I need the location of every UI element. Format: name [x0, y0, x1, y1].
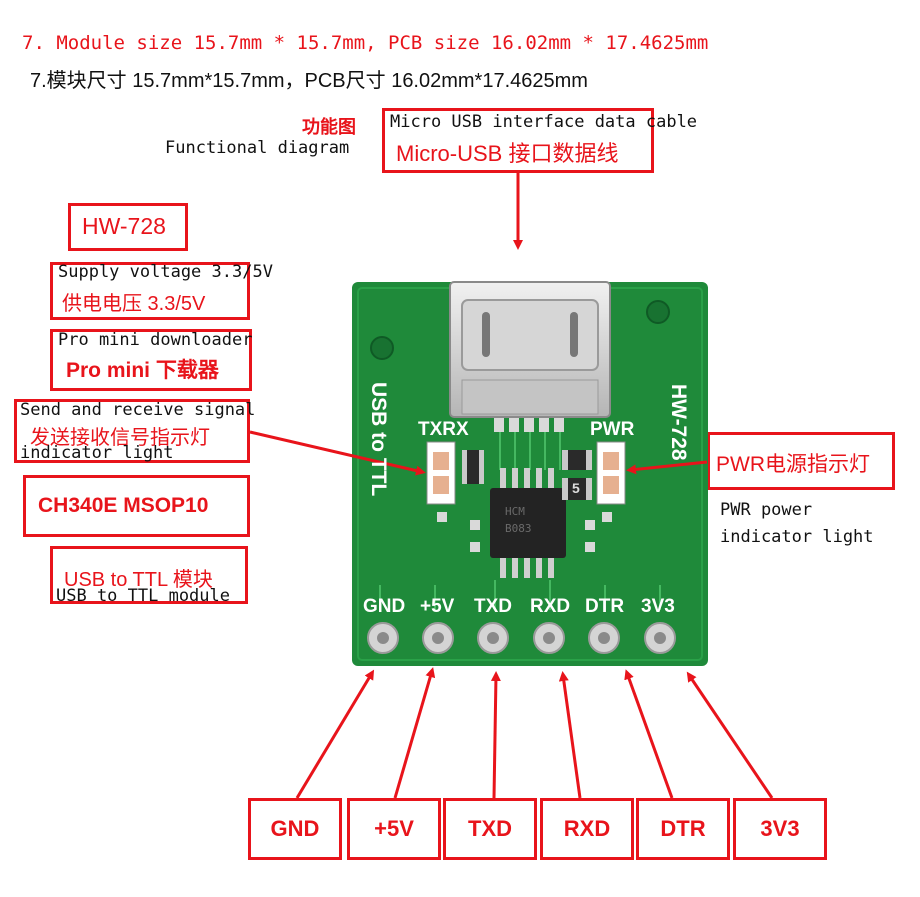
- board-pin-txd: TXD: [474, 596, 512, 617]
- resistor-mark: 5: [572, 480, 580, 496]
- header-line-en: 7. Module size 15.7mm * 15.7mm, PCB size…: [22, 32, 709, 54]
- chip-label-box: [23, 475, 250, 537]
- pin-box-txd-label: TXD: [468, 816, 512, 841]
- signal-label-cn: 发送接收信号指示灯: [30, 427, 210, 449]
- pin-box-3v3-label: 3V3: [760, 816, 800, 841]
- signal-label-en: Send and receive signal: [20, 400, 256, 420]
- pin-box-gnd: GND: [248, 798, 342, 860]
- board-pin-5v: +5V: [420, 596, 455, 617]
- pin-box-5v-label: +5V: [374, 816, 414, 841]
- arrow-rxd: [558, 671, 582, 799]
- signal-label-box: [14, 399, 250, 463]
- board-pin-gnd: GND: [363, 596, 406, 617]
- promini-label-cn: Pro mini 下载器: [66, 359, 219, 382]
- arrow-5v: [393, 667, 436, 799]
- module-label-cn: USB to TTL 模块: [64, 569, 213, 591]
- pin-box-rxd-label: RXD: [563, 816, 611, 841]
- header-pins: [367, 622, 676, 654]
- module-label-en: USB to TTL module: [56, 586, 230, 606]
- pwr-label-cn: PWR电源指示灯: [716, 453, 870, 476]
- chip-mark-2: B083: [505, 522, 532, 535]
- pin-box-txd: TXD: [443, 798, 537, 860]
- usb-cable-label-cn: Micro-USB 接口数据线: [396, 141, 619, 166]
- arrow-pwr: [626, 460, 708, 475]
- functional-diagram-cn: 功能图: [302, 117, 356, 137]
- board-side-left-label: USB to TTL: [367, 382, 390, 497]
- board-pwr-label: PWR: [590, 419, 635, 440]
- chip-label: CH340E MSOP10: [38, 494, 209, 517]
- resistor-icon: [562, 450, 592, 470]
- pin-box-3v3: 3V3: [733, 798, 827, 860]
- mount-hole-left: [370, 336, 394, 360]
- functional-diagram-en: Functional diagram: [165, 138, 350, 158]
- board-txrx-label: TXRX: [418, 419, 469, 440]
- supply-label-cn: 供电电压 3.3/5V: [62, 293, 206, 315]
- supply-label-box: [50, 262, 250, 320]
- arrow-txrx: [249, 430, 426, 476]
- pwr-label-en-1: PWR power: [720, 500, 813, 520]
- pwr-label-box: [707, 432, 895, 490]
- signal-label-en-2: indicator light: [20, 443, 174, 463]
- module-label-box: [50, 546, 248, 604]
- usb-cable-label-en: Micro USB interface data cable: [390, 112, 698, 132]
- pin-box-dtr-label: DTR: [660, 816, 706, 841]
- mount-hole-right: [646, 300, 670, 324]
- pin-box-dtr: DTR: [636, 798, 730, 860]
- chip-mark-1: HCM: [505, 505, 525, 518]
- usb-cable-label-box: [382, 108, 654, 173]
- model-label: HW-728: [82, 213, 166, 239]
- arrow-3v3: [686, 671, 774, 799]
- board-pin-dtr: DTR: [585, 596, 625, 617]
- arrow-dtr: [624, 669, 674, 799]
- board-pin-3v3: 3V3: [641, 596, 675, 617]
- header-line-cn: 7.模块尺寸 15.7mm*15.7mm，PCB尺寸 16.02mm*17.46…: [30, 70, 588, 92]
- board-side-right-label: HW-728: [667, 384, 690, 461]
- model-label-box: [68, 203, 188, 251]
- pwr-label-en-2: indicator light: [720, 527, 874, 547]
- arrow-txd: [490, 671, 501, 799]
- pin-box-5v: +5V: [347, 798, 441, 860]
- board-pin-rxd: RXD: [530, 596, 571, 617]
- promini-label-box: [50, 329, 252, 391]
- txrx-led-icon: [426, 441, 456, 505]
- pin-box-gnd-label: GND: [270, 816, 320, 841]
- pin-box-rxd: RXD: [540, 798, 634, 860]
- promini-label-en: Pro mini downloader: [58, 330, 253, 350]
- arrow-gnd: [295, 669, 375, 799]
- pwr-led-icon: [596, 441, 626, 505]
- supply-label-en: Supply voltage 3.3/5V: [58, 262, 273, 282]
- ch340-chip-icon: [490, 468, 566, 578]
